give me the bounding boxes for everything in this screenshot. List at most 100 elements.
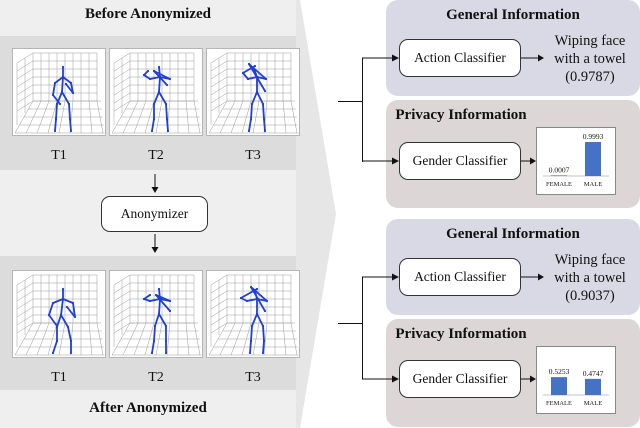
skeleton-bone — [250, 286, 268, 302]
skeleton-bone — [256, 91, 264, 105]
skeleton-bone — [242, 65, 256, 74]
top-action-confidence: (0.9787) — [565, 69, 615, 85]
skeleton-joint — [60, 90, 64, 94]
skeleton — [47, 287, 77, 355]
skeleton-bone — [56, 314, 62, 328]
skeleton-bone — [256, 313, 264, 327]
skeleton-bone — [242, 72, 249, 80]
skeleton-joint — [69, 129, 73, 133]
skeleton-joint — [64, 82, 68, 86]
connector — [338, 323, 362, 324]
skeleton-bone — [240, 297, 248, 302]
skeleton-joint — [47, 313, 51, 317]
skeleton-joint — [262, 339, 266, 343]
skeleton-joint — [51, 93, 55, 97]
skeleton-joint — [158, 75, 162, 79]
skeleton-joint — [247, 62, 251, 66]
top-privacy-title: Privacy Information — [395, 107, 527, 123]
skeleton-bone — [62, 298, 74, 304]
skeleton-joint — [153, 324, 157, 328]
skeleton-bone — [54, 76, 64, 84]
skeleton-bone — [65, 83, 74, 94]
chevron-arrow — [296, 0, 336, 428]
bar — [551, 175, 567, 176]
top-gender-classifier: Gender Classifier — [399, 142, 521, 180]
category-label: MALE — [584, 181, 602, 188]
arrow-right-icon — [362, 375, 399, 383]
skeleton-joint — [148, 293, 152, 297]
skeleton-joint — [261, 324, 265, 328]
skeleton-joint — [164, 324, 168, 328]
skeleton-joint — [152, 117, 156, 121]
skeleton-joint — [142, 73, 146, 77]
after-frame-t1 — [12, 270, 106, 358]
skeleton-joint — [164, 102, 168, 106]
skeleton-joint — [158, 297, 162, 301]
arrow-right-icon — [521, 54, 544, 62]
anonymizer-box: Anonymizer — [101, 196, 208, 232]
skeleton-joint — [157, 65, 161, 69]
skeleton-joint — [58, 102, 62, 106]
bottom-action-confidence: (0.9037) — [565, 288, 615, 304]
skeleton-bone — [52, 82, 56, 96]
skeleton-bone — [67, 326, 72, 342]
down-arrow-icon — [151, 174, 159, 193]
skeleton-bone — [154, 313, 160, 327]
skeleton-joint — [59, 313, 63, 317]
skeleton-joint — [146, 69, 150, 73]
skeleton-joint — [255, 90, 259, 94]
before-label-t3: T3 — [245, 148, 261, 163]
grid-room — [208, 52, 299, 134]
skeleton-bone — [251, 91, 258, 105]
skeleton-joint — [66, 325, 70, 329]
skeleton — [241, 62, 268, 133]
before-frame-t3 — [206, 48, 300, 136]
bar-value-label: 0.0007 — [549, 165, 570, 174]
skeleton-bone — [262, 340, 265, 354]
skeleton-joint — [253, 289, 257, 293]
skeleton-joint — [54, 117, 58, 121]
skeleton-joint — [239, 296, 243, 300]
skeleton-joint — [53, 129, 57, 133]
skeleton-joint — [265, 299, 269, 303]
connector — [362, 58, 363, 162]
skeleton-bone — [151, 340, 155, 354]
skeleton-joint — [152, 69, 156, 73]
skeleton-bone — [262, 103, 265, 120]
skeleton-bone — [69, 118, 72, 132]
skeleton-joint — [51, 351, 55, 355]
skeleton-bone — [248, 63, 267, 80]
skeleton-joint — [73, 315, 77, 319]
skeleton-joint — [61, 287, 65, 291]
grid-room — [14, 274, 105, 356]
skeleton-joint — [55, 324, 59, 328]
category-label: FEMALE — [546, 181, 572, 188]
skeleton-joint — [250, 324, 254, 328]
skeleton-joint — [148, 77, 152, 81]
before-label-t2: T2 — [148, 148, 164, 163]
skeleton-bone — [158, 66, 161, 78]
skeleton-joint — [55, 339, 59, 343]
skeleton-bone — [155, 294, 171, 312]
skeleton-bone — [158, 91, 167, 105]
skeleton-bone — [250, 103, 253, 120]
bottom-action-classifier: Action Classifier — [399, 258, 521, 296]
before-title: Before Anonymized — [85, 6, 211, 22]
skeleton-joint — [154, 293, 158, 297]
arrow-right-icon — [521, 375, 536, 383]
bottom-privacy-title: Privacy Information — [395, 326, 527, 342]
skeleton-bone — [52, 298, 64, 304]
skeleton-joint — [250, 102, 254, 106]
skeleton-bone — [153, 91, 160, 105]
top-action-result-line2: with a towel — [554, 51, 626, 67]
grid-room — [208, 274, 299, 356]
skeleton-joint — [150, 351, 154, 355]
bottom-action-result-line1: Wiping face — [554, 252, 626, 268]
skeleton-joint — [255, 75, 259, 79]
skeleton-bone — [251, 313, 258, 327]
skeleton-joint — [168, 299, 172, 303]
bar-value-label: 0.4747 — [583, 369, 604, 378]
